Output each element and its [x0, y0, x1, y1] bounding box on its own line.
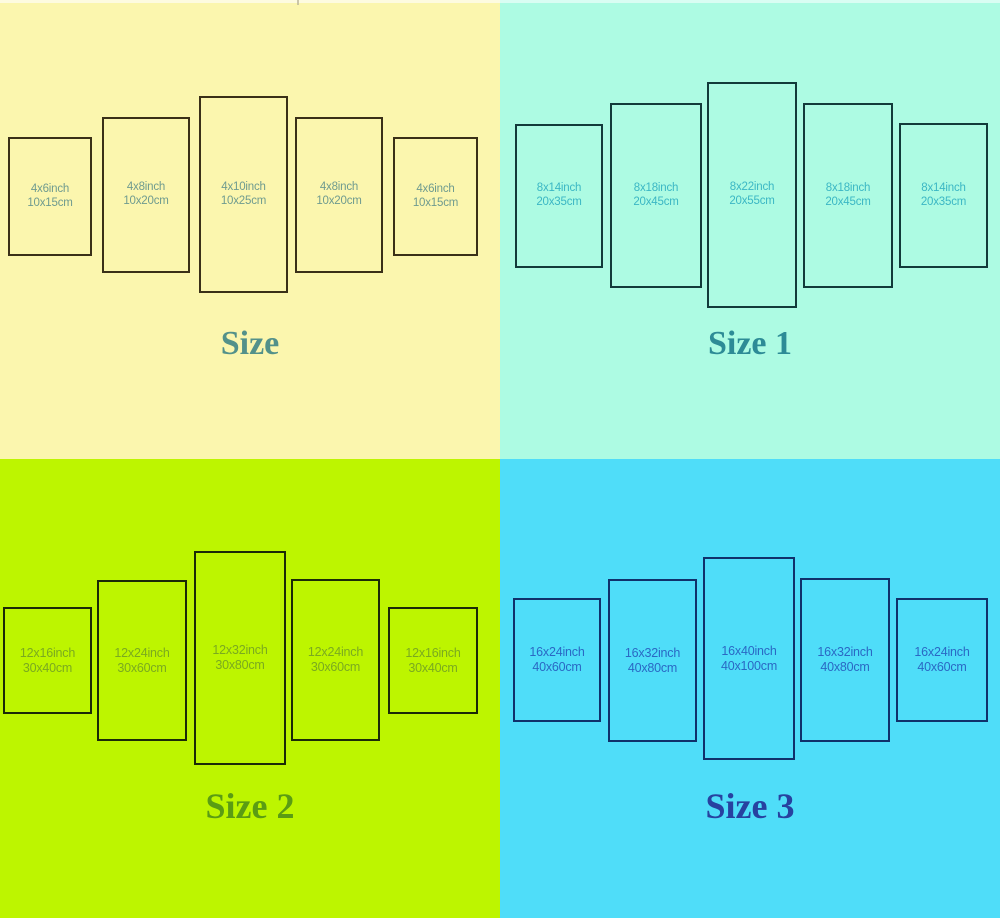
panel-size-inches: 4x8inch — [319, 181, 359, 194]
quadrant-title-size: Size — [220, 325, 280, 362]
top-edge-strip-right — [500, 0, 1000, 3]
panel-size-inches: 4x6inch — [30, 182, 70, 195]
panel-size-inches: 4x6inch — [416, 182, 455, 195]
panel-size-centimeters: 40x100cm — [720, 658, 778, 673]
panel-size-centimeters: 30x60cm — [117, 660, 167, 675]
quadrant-title-size-2: Size 2 — [205, 786, 295, 826]
panel-size-centimeters: 40x60cm — [917, 660, 967, 674]
panel-size-inches: 12x24inch — [307, 645, 364, 660]
panel-size-centimeters: 10x20cm — [123, 195, 169, 207]
panel-size-centimeters: 10x15cm — [412, 196, 459, 209]
panel-size-inches: 12x16inch — [19, 645, 76, 660]
panel-size-centimeters: 20x45cm — [633, 195, 679, 208]
panel-size-inches: 16x32inch — [624, 645, 681, 660]
panel-size-centimeters: 20x35cm — [536, 196, 582, 208]
panel-size-centimeters: 40x80cm — [820, 660, 870, 674]
panel-size-centimeters: 30x40cm — [408, 660, 458, 675]
panel-size-centimeters: 40x60cm — [532, 660, 582, 674]
panel-size-inches: 4x10inch — [221, 180, 266, 193]
top-edge-tick — [297, 0, 299, 5]
panel-size-centimeters: 10x15cm — [27, 196, 73, 209]
panel-size-inches: 16x24inch — [529, 645, 585, 660]
panel-size-centimeters: 30x40cm — [22, 660, 73, 675]
panel-size-inches: 12x32inch — [212, 643, 268, 658]
panel-size-centimeters: 10x20cm — [316, 195, 362, 207]
panel-size-inches: 8x18inch — [825, 181, 871, 194]
panel-size-centimeters: 20x45cm — [825, 195, 871, 208]
panel-size-inches: 12x16inch — [405, 645, 461, 660]
panel-size-inches: 8x14inch — [921, 181, 966, 194]
panel-size-centimeters: 30x60cm — [310, 660, 361, 674]
panel-size-centimeters: 20x55cm — [729, 195, 775, 207]
panel-size-centimeters: 30x80cm — [215, 658, 265, 672]
quadrant-title-size-1: Size 1 — [707, 325, 793, 362]
panel-size-inches: 4x8inch — [126, 181, 166, 194]
panel-size-inches: 8x18inch — [633, 181, 679, 194]
panel-size-centimeters: 40x80cm — [627, 660, 678, 675]
panel-size-inches: 16x40inch — [721, 643, 777, 658]
panel-size-inches: 12x24inch — [114, 645, 170, 660]
quadrant-title-size-3: Size 3 — [705, 786, 795, 826]
panel-size-centimeters: 20x35cm — [920, 195, 967, 208]
panel-size-centimeters: 10x25cm — [220, 194, 267, 207]
panel-size-inches: 8x14inch — [536, 182, 582, 195]
panel-size-inches: 16x24inch — [914, 645, 970, 660]
top-edge-strip-left — [0, 0, 500, 3]
panel-size-inches: 8x22inch — [729, 181, 775, 194]
panel-size-inches: 16x32inch — [817, 645, 873, 660]
